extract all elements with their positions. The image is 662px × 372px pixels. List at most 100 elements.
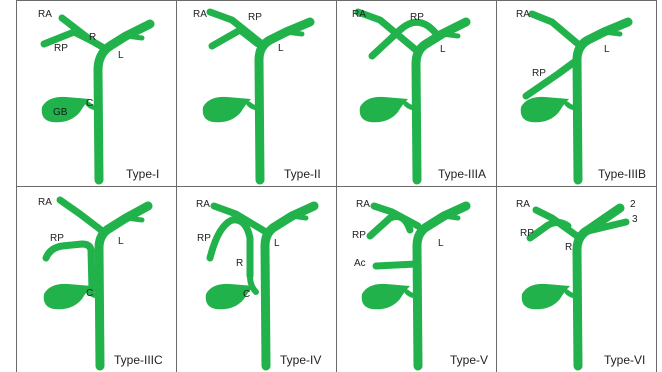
type6-label-2: 2 [630, 199, 636, 210]
type3c-left-branch-tip [123, 215, 145, 223]
type2-label-l: L [278, 43, 284, 54]
type4-label-ra: RA [196, 199, 210, 210]
type5-cystic-duct [404, 289, 420, 299]
type6-label-ra: RA [516, 199, 530, 210]
type6-right-anterior-duct [532, 206, 581, 240]
type5-ducts [366, 201, 471, 371]
panel-type4: RA RP R L C Type-IV [196, 199, 321, 371]
type1-left-branch-tip [123, 33, 145, 41]
type3b-common-duct [572, 17, 633, 185]
type4-common-duct [260, 201, 319, 371]
type2-left-branch-tip [283, 29, 305, 37]
type3c-right-anterior-duct [56, 196, 105, 234]
type3a-label-l: L [440, 44, 446, 55]
type4-label-c: C [243, 289, 250, 300]
type1-gallbladder-shape [41, 96, 90, 123]
type3c-label-ra: RA [38, 197, 52, 208]
type2-right-posterior-duct [208, 26, 262, 50]
type6-right-posterior-duct [526, 219, 572, 242]
type1-label-c: C [86, 98, 93, 109]
type5-label-ra: RA [356, 199, 370, 210]
type2-label-ra: RA [193, 9, 207, 20]
type3b-title: Type-IIIB [598, 167, 646, 181]
type3a-label-rp: RP [410, 12, 424, 23]
type5-common-duct [412, 201, 471, 371]
type2-ducts [206, 8, 315, 185]
type1-label-l: L [118, 50, 124, 61]
type2-cystic-duct [246, 101, 262, 111]
type1-common-duct [93, 19, 155, 185]
type6-gallbladder-shape [521, 283, 570, 310]
type3a-label-ra: RA [352, 9, 366, 20]
type4-left-branch-tip [289, 213, 309, 221]
type3c-cystic-duct [86, 289, 102, 299]
type4-ducts [206, 201, 319, 371]
type3a-title: Type-IIIA [438, 167, 486, 181]
panel-type3a: RA RP L Type-IIIA [352, 8, 486, 185]
type3c-label-c: C [86, 288, 93, 299]
type5-right-posterior-duct [366, 213, 414, 240]
type3a-gallbladder-shape [359, 96, 408, 123]
panel-type1: RA RP R L GB C Type-I [38, 9, 159, 185]
type3b-gallbladder-shape [520, 96, 569, 123]
type1-right-posterior-duct [40, 28, 96, 48]
panel-type6: RA RP R 2 3 Type-VI [516, 199, 645, 371]
type4-label-r: R [236, 258, 243, 269]
type3b-cystic-duct [564, 101, 580, 111]
type3c-right-posterior-duct [42, 240, 96, 294]
type1-label-gb: GB [53, 107, 68, 118]
panel-type5: RA RP Ac L Type-V [352, 199, 488, 371]
type4-label-rp: RP [197, 233, 211, 244]
type2-common-duct [254, 17, 315, 185]
type4-right-anterior-duct [210, 202, 270, 236]
type5-title: Type-V [450, 353, 488, 367]
type6-label-3: 3 [632, 214, 638, 225]
type3a-cystic-duct [403, 101, 419, 111]
type5-label-ac: Ac [354, 258, 366, 269]
type3b-right-anterior-duct [528, 10, 582, 48]
type5-accessory-duct [372, 260, 420, 270]
type3c-gallbladder-shape [43, 283, 92, 310]
type3c-ducts [42, 196, 153, 371]
type2-title: Type-II [284, 167, 321, 181]
type3b-left-branch-tip [601, 29, 623, 37]
type3a-ducts [354, 8, 471, 185]
type2-gallbladder-shape [202, 96, 251, 123]
type3c-label-l: L [118, 236, 124, 247]
panel-type2: RA RP L Type-II [193, 8, 321, 185]
type6-label-rp: RP [520, 228, 534, 239]
type3c-label-rp: RP [50, 233, 64, 244]
type6-ducts [526, 203, 630, 371]
type6-label-r: R [565, 242, 572, 253]
type5-left-branch-tip [441, 213, 461, 221]
type2-label-rp: RP [248, 12, 262, 23]
type4-gallbladder-shape [205, 283, 254, 310]
type3b-label-ra: RA [516, 9, 530, 20]
panel-grid [16, 0, 657, 372]
type4-cystic-junction [247, 273, 259, 295]
type1-label-rp: RP [54, 43, 68, 54]
type6-cystic-duct [564, 289, 580, 299]
type6-title: Type-VI [604, 353, 645, 367]
type1-cystic-duct [85, 101, 101, 111]
panel-type3b: RA RP L Type-IIIB [516, 9, 646, 185]
type1-label-ra: RA [38, 9, 52, 20]
type3a-right-anterior-duct [354, 8, 420, 54]
type1-ducts [40, 14, 155, 185]
type1-label-r: R [89, 32, 96, 43]
type3c-title: Type-IIIC [114, 353, 163, 367]
type3b-ducts [522, 10, 633, 185]
panel-type3c: RA RP L C Type-IIIC [38, 196, 163, 371]
type3c-common-duct [94, 201, 153, 371]
type4-label-l: L [274, 238, 280, 249]
type5-gallbladder-shape [361, 283, 410, 310]
type5-label-l: L [438, 238, 444, 249]
type5-label-rp: RP [352, 230, 366, 241]
type3b-label-rp: RP [532, 68, 546, 79]
type4-right-posterior-duct [206, 216, 254, 280]
type3b-label-l: L [604, 44, 610, 55]
type3b-right-posterior-duct [522, 56, 581, 100]
type6-left-duct-3 [580, 218, 630, 236]
type4-title: Type-IV [280, 353, 321, 367]
